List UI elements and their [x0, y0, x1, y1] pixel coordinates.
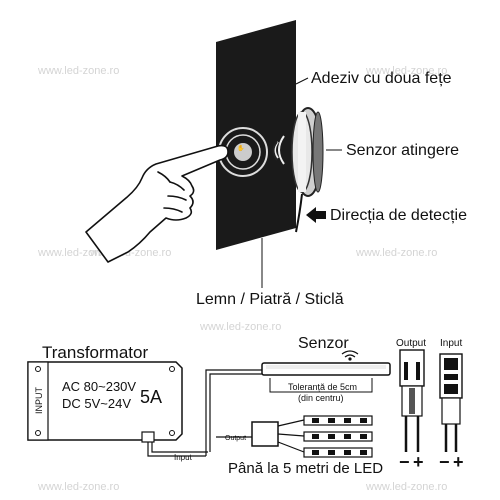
current-rating: 5A [140, 387, 162, 407]
sensor-input-cable [205, 369, 262, 456]
connector-output-title: Output [396, 338, 426, 349]
power-cable [147, 442, 206, 457]
transformer-output-plug [141, 431, 155, 443]
watermark: www.led-zone.ro [365, 65, 447, 77]
led-strip [303, 447, 373, 458]
label-detection-direction: Direcția de detecție [330, 207, 467, 224]
led-splitter [251, 419, 305, 453]
watermark: www.led-zone.ro [355, 247, 437, 259]
sensor-cable [295, 193, 303, 233]
transformer-input-tag: INPUT [34, 386, 44, 414]
adhesive-leader-line [295, 77, 309, 85]
dc-spec: DC 5V~24V [62, 396, 131, 411]
direction-arrow-icon [306, 207, 326, 223]
input-connector [439, 353, 463, 452]
polarity-minus: − [399, 452, 410, 472]
tolerance-bracket [269, 378, 373, 393]
label-material: Lemn / Piatră / Sticlă [196, 291, 344, 308]
touch-sensor-disc [291, 107, 324, 197]
watermark: www.led-zone.ro [365, 481, 447, 493]
tolerance-line2: (din centru) [298, 393, 344, 403]
tolerance-line1: Toleranță de 5cm [288, 382, 357, 392]
led-caption: Până la 5 metri de LED [228, 460, 383, 477]
led-strip [303, 415, 373, 426]
polarity-minus: − [439, 452, 450, 472]
polarity-plus: + [413, 452, 424, 472]
label-touch-sensor: Senzor atingere [346, 142, 459, 159]
hand-illustration [85, 144, 229, 263]
led-strip [303, 431, 373, 442]
label-adhesive: Adeziv cu doua fețe [311, 70, 452, 87]
output-small-label: Output [225, 435, 246, 442]
transformer-box: INPUT [27, 361, 183, 441]
watermark: www.led-zone.ro [37, 65, 119, 77]
connector-input-title: Input [440, 338, 462, 349]
mounting-panel [216, 20, 296, 250]
ac-spec: AC 80~230V [62, 379, 136, 394]
led-strips [303, 415, 373, 458]
svg-text:✋: ✋ [237, 144, 244, 152]
watermark: www.led-zone.ro [37, 481, 119, 493]
polarity-plus: + [453, 452, 464, 472]
transformer-title: Transformator [42, 343, 148, 362]
sensor-title: Senzor [298, 335, 349, 352]
detection-wave-icon [272, 141, 278, 161]
input-small-label: Input [174, 453, 193, 462]
output-connector [399, 349, 425, 452]
sensor-wave-icon [341, 350, 359, 361]
watermark: www.led-zone.ro [199, 321, 281, 333]
